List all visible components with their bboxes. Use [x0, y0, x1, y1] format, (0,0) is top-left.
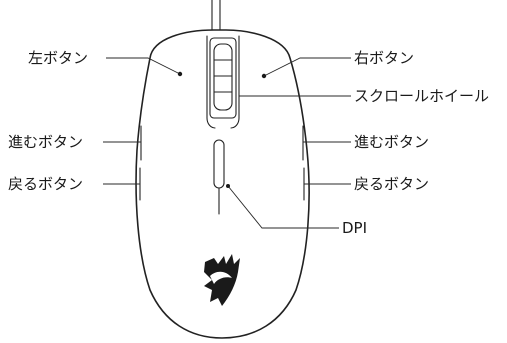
scroll-wheel — [209, 37, 237, 119]
label-left-button: 左ボタン — [28, 49, 88, 67]
right-button-edge — [230, 35, 240, 129]
mouse-cable — [211, 0, 221, 31]
left-button-edge — [206, 35, 216, 129]
dpi-button — [213, 139, 225, 215]
label-right-button: 右ボタン — [354, 49, 414, 67]
label-back-button-right: 戻るボタン — [354, 175, 429, 193]
eagle-emblem-icon — [204, 254, 240, 306]
label-dpi: DPI — [342, 219, 367, 237]
mouse-body-outline — [135, 29, 310, 339]
callout-dots — [177, 71, 267, 188]
label-scroll-wheel: スクロールホイール — [354, 87, 489, 105]
callout-lines — [103, 57, 351, 229]
label-back-button-left: 戻るボタン — [8, 175, 83, 193]
label-forward-button-left: 進むボタン — [8, 133, 83, 151]
label-forward-button-right: 進むボタン — [354, 133, 429, 151]
